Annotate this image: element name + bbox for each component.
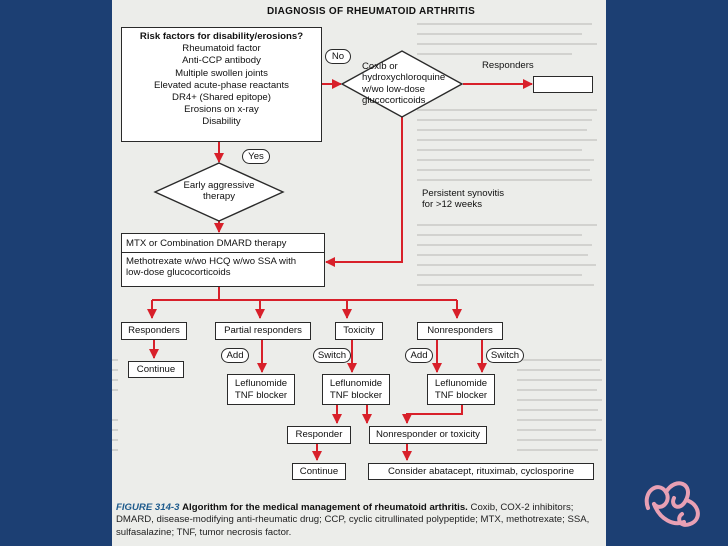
page-title: Diagnosis of Rheumatoid Arthritis [267,6,476,17]
lef-line: TNF blocker [434,389,488,401]
responder-box: Responder [287,426,351,444]
caption-figure-number: FIGURE 314-3 [116,502,180,513]
early-line: therapy [203,191,235,203]
coxib-line: w/wo low-dose [362,83,425,95]
coxib-diamond-text: Coxib or hydroxychloroquine w/wo low-dos… [362,61,462,107]
continue-bottom-box: Continue [292,463,346,480]
risk-factor-item: Disability [202,116,241,128]
responders-top-label: Responders [482,60,534,71]
arrow-persistent-to-mtx [325,116,403,267]
early-line: Early aggressive [183,180,255,191]
persistent-line: Persistent synovitis [422,188,505,199]
early-diamond [153,162,285,222]
mtx-box: MTX or Combination DMARD therapy Methotr… [121,233,325,287]
coxib-line: hydroxychloroquine [362,72,446,84]
no-label: No [325,49,351,64]
add-left-label: Add [221,348,249,363]
coxib-line: Coxib or [362,61,398,72]
figure-caption: FIGURE 314-3 Algorithm for the medical m… [116,502,604,539]
risk-factor-item: Multiple swollen joints [175,67,268,79]
lef-line: TNF blocker [234,389,288,401]
mtx-detail: Methotrexate w/wo HCQ w/wo SSA with [126,256,297,268]
caption-text: Coxib, COX-2 inhibitors; DMARD, disease-… [116,502,590,538]
partial-responders-box: Partial responders [215,322,311,340]
switch-right-label: Switch [486,348,524,363]
toxicity-box: Toxicity [335,322,383,340]
risk-factor-item: Rheumatoid factor [182,43,261,55]
risk-factors-box: Risk factors for disability/erosions? Rh… [121,27,322,142]
lef-line: TNF blocker [329,389,383,401]
leflunomide-mid-box: Leflunomide TNF blocker [322,374,390,405]
lef-line: Leflunomide [234,378,288,390]
responders-box: Responders [121,322,187,340]
persistent-synovitis-label: Persistent synovitis for >12 weeks [422,188,504,210]
leflunomide-right-box: Leflunomide TNF blocker [427,374,495,405]
early-diamond-text: Early aggressive therapy [169,180,269,203]
coxib-diamond [340,50,464,118]
lef-line: Leflunomide [329,378,383,390]
risk-factor-item: Erosions on x-ray [184,104,259,116]
switch-mid-label: Switch [313,348,351,363]
nonresponders-box: Nonresponders [417,322,503,340]
add-right-label: Add [405,348,433,363]
continue-top-box [533,76,593,93]
nonresponder-toxicity-box: Nonresponder or toxicity [369,426,487,444]
risk-factor-item: Anti-CCP antibody [182,55,261,67]
persistent-line: for >12 weeks [422,199,482,211]
continue-left-box: Continue [128,361,184,378]
risk-factors-heading: Risk factors for disability/erosions? [139,31,304,42]
risk-factor-item: Elevated acute-phase reactants [154,79,289,91]
ribbon-ornament-icon [644,481,700,527]
leflunomide-left-box: Leflunomide TNF blocker [227,374,295,405]
risk-factor-item: DR4+ (Shared epitope) [172,92,271,104]
mtx-detail: low-dose glucocorticoids [126,267,231,279]
consider-box: Consider abatacept, rituximab, cyclospor… [368,463,594,480]
mtx-heading: MTX or Combination DMARD therapy [122,234,324,254]
caption-heading: Algorithm for the medical management of … [182,502,468,513]
coxib-line: glucocorticoids [362,95,426,107]
textbook-page: Diagnosis of Rheumatoid Arthritis Risk f… [112,0,606,546]
lef-line: Leflunomide [434,378,488,390]
yes-label: Yes [242,149,270,164]
flowchart-connectors [147,50,533,461]
